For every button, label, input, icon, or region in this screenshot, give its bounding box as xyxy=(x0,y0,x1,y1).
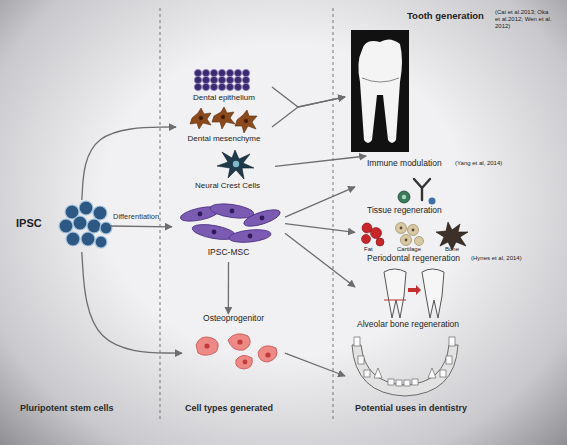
figure-label: Tooth generation xyxy=(407,11,484,22)
ipsc-cells xyxy=(59,201,112,248)
figure-label: Dental mesenchyme xyxy=(176,134,272,143)
labelled-figure: IPSC-MSC xyxy=(172,198,285,262)
arrow-connector xyxy=(285,233,355,287)
jaw-illustration xyxy=(352,337,458,396)
tooth-illustration xyxy=(351,30,409,152)
neural-crest-cell xyxy=(217,150,254,179)
arrow-connector xyxy=(82,127,176,200)
figure-label: Immune modulation xyxy=(367,159,442,169)
figure-label: Osteoprogenitor xyxy=(182,314,285,324)
figure-label: Alveolar bone regeneration xyxy=(357,320,459,330)
labelled-figure: Dental mesenchyme xyxy=(176,108,272,146)
figure-note: (Cai et al.2013; Oka et al.2012; Wen et … xyxy=(495,9,555,30)
column-heading: Potential uses in dentistry xyxy=(355,403,467,413)
figure-note: (Yang et al, 2014) xyxy=(455,160,502,167)
labelled-figure: Periodontal regeneration (Hynes et al, 20… xyxy=(355,254,555,320)
arrow-connector xyxy=(82,252,182,353)
figure-label: Neural Crest Cells xyxy=(180,181,275,190)
figure-label: Periodontal regeneration xyxy=(367,254,460,264)
figure-label: Dental epithelium xyxy=(176,93,272,102)
arrow-connector xyxy=(285,187,355,217)
labelled-figure: Neural Crest Cells xyxy=(180,148,275,194)
arrow-connector xyxy=(272,97,345,127)
osteoprogenitor-cells xyxy=(196,334,277,369)
figure-note: Fat xyxy=(364,246,373,253)
arrow-connector xyxy=(285,224,355,233)
labelled-figure: Dental epithelium xyxy=(176,68,272,106)
labelled-figure: Immune modulation (Yang et al, 2014) xyxy=(355,158,555,206)
immune-illustration xyxy=(398,179,436,205)
epithelium-cells xyxy=(194,69,249,90)
column-divider xyxy=(160,8,161,420)
figure-note: Bone xyxy=(445,246,459,253)
column-heading: Pluripotent stem cells xyxy=(20,403,114,413)
labelled-figure: IPSC xyxy=(16,200,110,252)
arrow-connector xyxy=(110,225,172,227)
arrow-connector xyxy=(285,353,345,376)
tissue-illustration xyxy=(362,222,469,250)
column-divider xyxy=(333,8,334,420)
figure-note: (Hynes et al, 2014) xyxy=(471,255,522,262)
arrow-connector xyxy=(228,262,229,314)
msc-cells xyxy=(179,202,282,245)
labelled-figure: Tissue regenerationFat Cartilage Bone xyxy=(355,206,515,254)
arrow-connector xyxy=(272,87,345,107)
figure-label: IPSC xyxy=(16,217,42,230)
labelled-figure: Alveolar bone regeneration xyxy=(345,320,470,400)
arrow-connector xyxy=(275,156,366,166)
edge-label: Differentiation xyxy=(113,212,159,221)
mesenchyme-cells xyxy=(190,107,257,133)
labelled-figure: Tooth generation (Cai et al.2013; Oka et … xyxy=(345,8,557,156)
figure-note: Cartilage xyxy=(397,246,421,253)
periodontal-illustration xyxy=(384,269,444,318)
labelled-figure: Osteoprogenitor xyxy=(182,314,285,370)
figure-label: IPSC-MSC xyxy=(172,248,285,258)
figure-label: Tissue regeneration xyxy=(367,206,442,216)
column-heading: Cell types generated xyxy=(185,403,273,413)
